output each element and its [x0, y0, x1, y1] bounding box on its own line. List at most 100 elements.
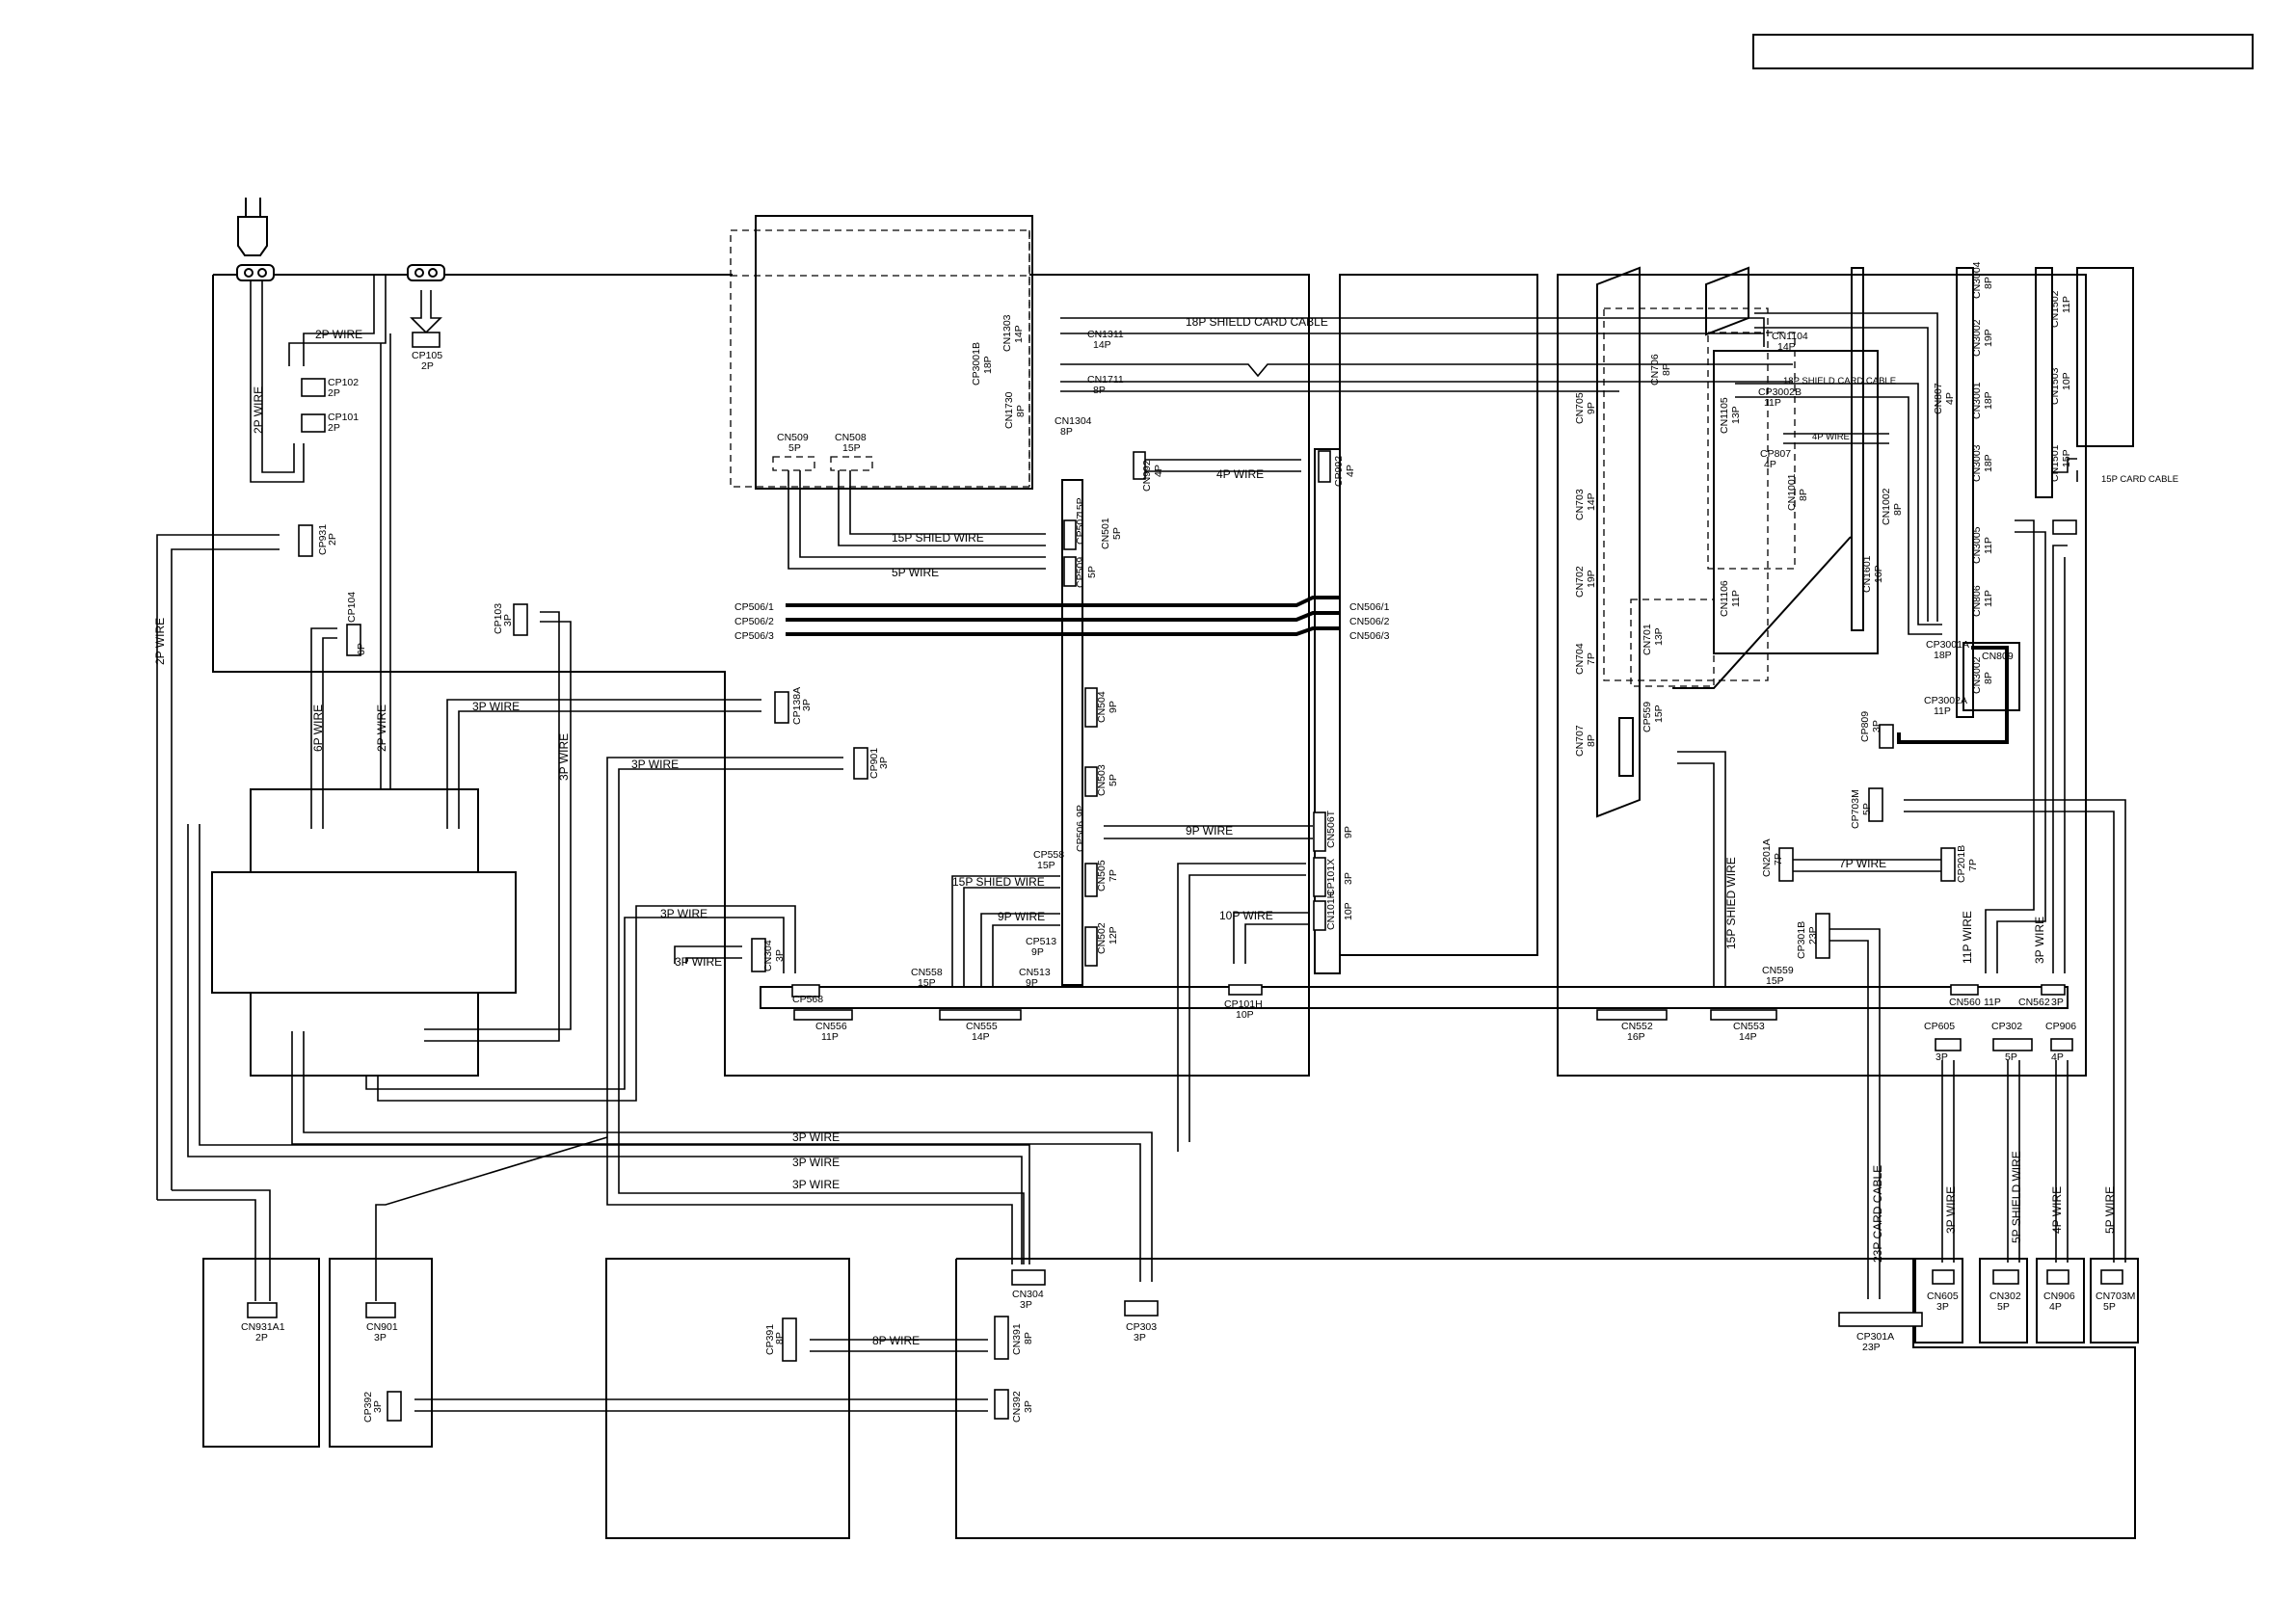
- svg-text:CN809: CN809: [1982, 651, 2014, 662]
- label-2p-wire: 2P WIRE: [375, 705, 388, 752]
- label-10p-wire: 10P WIRE: [1219, 909, 1273, 922]
- svg-text:CP391: CP391: [764, 1324, 776, 1355]
- svg-text:CP3001B: CP3001B: [971, 342, 982, 386]
- svg-text:14P: 14P: [1777, 341, 1796, 353]
- svg-text:CN3002: CN3002: [1971, 319, 1983, 357]
- svg-text:3P: 3P: [1936, 1051, 1948, 1063]
- svg-text:CN560: CN560: [1949, 997, 1981, 1008]
- svg-text:10P: 10P: [1343, 902, 1354, 920]
- svg-text:CP105: CP105: [412, 350, 442, 361]
- svg-text:CN1304: CN1304: [1055, 415, 1092, 427]
- svg-text:11P: 11P: [2061, 296, 2072, 313]
- label-18p-shield-card-cable: 18P SHIELD CARD CABLE: [1783, 376, 1896, 386]
- svg-text:5P: 5P: [1086, 566, 1098, 578]
- svg-text:7P: 7P: [1773, 853, 1784, 865]
- label-5p-wire: 5P WIRE: [2103, 1186, 2117, 1234]
- svg-text:8P: 8P: [1983, 672, 1994, 684]
- label-11p-wire: 11P WIRE: [1961, 911, 1974, 964]
- svg-text:3P: 3P: [1936, 1301, 1949, 1313]
- svg-text:16P: 16P: [1873, 565, 1884, 583]
- svg-text:CP3002B: CP3002B: [1758, 386, 1802, 398]
- svg-text:3P: 3P: [1134, 1332, 1146, 1344]
- svg-text:2P: 2P: [255, 1332, 268, 1344]
- svg-text:CN502: CN502: [1096, 922, 1108, 954]
- svg-text:CN1303: CN1303: [1001, 314, 1013, 352]
- svg-text:CN503: CN503: [1096, 764, 1108, 796]
- svg-text:CP201B: CP201B: [1956, 845, 1967, 883]
- label-5p-wire: 5P WIRE: [892, 566, 939, 579]
- label-3p-wire: 3P WIRE: [1944, 1186, 1958, 1234]
- svg-text:7P: 7P: [1586, 652, 1597, 665]
- svg-text:CP101H: CP101H: [1224, 998, 1263, 1010]
- svg-text:CN806: CN806: [1971, 585, 1983, 617]
- svg-text:CN392: CN392: [1011, 1391, 1023, 1423]
- svg-text:CN302: CN302: [1989, 1290, 2021, 1302]
- connector-cn809: CN809: [1982, 651, 2014, 662]
- svg-text:8P: 8P: [1586, 734, 1597, 747]
- svg-text:15P: 15P: [918, 977, 936, 989]
- svg-text:15P: 15P: [1653, 705, 1665, 723]
- svg-text:3P: 3P: [2051, 997, 2064, 1008]
- svg-text:18P: 18P: [1983, 391, 1994, 410]
- label-8p-wire: 8P WIRE: [872, 1334, 920, 1347]
- svg-text:CN1106: CN1106: [1719, 580, 1730, 617]
- svg-text:CP513: CP513: [1026, 936, 1056, 947]
- svg-text:CP509: CP509: [1075, 557, 1086, 588]
- svg-text:CN1311: CN1311: [1087, 329, 1124, 340]
- svg-text:CN506/2: CN506/2: [1349, 616, 1390, 627]
- connector-cp506-1: CP506/1: [734, 601, 774, 613]
- svg-text:5P: 5P: [2103, 1301, 2116, 1313]
- svg-text:CP558: CP558: [1033, 849, 1064, 861]
- svg-text:CN705: CN705: [1574, 392, 1586, 424]
- svg-text:CN558: CN558: [911, 967, 943, 978]
- svg-text:16P: 16P: [1627, 1031, 1645, 1043]
- svg-text:4P: 4P: [1944, 392, 1956, 405]
- label-4p-wire: 4P WIRE: [2050, 1186, 2064, 1234]
- svg-text:2P: 2P: [327, 533, 338, 545]
- svg-text:CN707: CN707: [1574, 725, 1586, 757]
- title-box: [1752, 34, 2254, 69]
- svg-text:CN552: CN552: [1621, 1021, 1653, 1032]
- label-3p-wire: 3P WIRE: [472, 700, 520, 713]
- svg-text:3P: 3P: [774, 949, 786, 962]
- svg-text:CP901: CP901: [868, 748, 880, 779]
- svg-text:CP559: CP559: [1642, 702, 1653, 732]
- label-3p-wire: 3P WIRE: [675, 955, 722, 969]
- svg-text:CN506T: CN506T: [1325, 810, 1337, 848]
- svg-text:14P: 14P: [972, 1031, 990, 1043]
- svg-text:CP101: CP101: [328, 412, 359, 423]
- svg-text:3P: 3P: [372, 1400, 384, 1413]
- svg-text:CN706: CN706: [1649, 354, 1661, 386]
- svg-text:4P: 4P: [1345, 465, 1356, 477]
- svg-text:CP302: CP302: [1991, 1021, 2022, 1032]
